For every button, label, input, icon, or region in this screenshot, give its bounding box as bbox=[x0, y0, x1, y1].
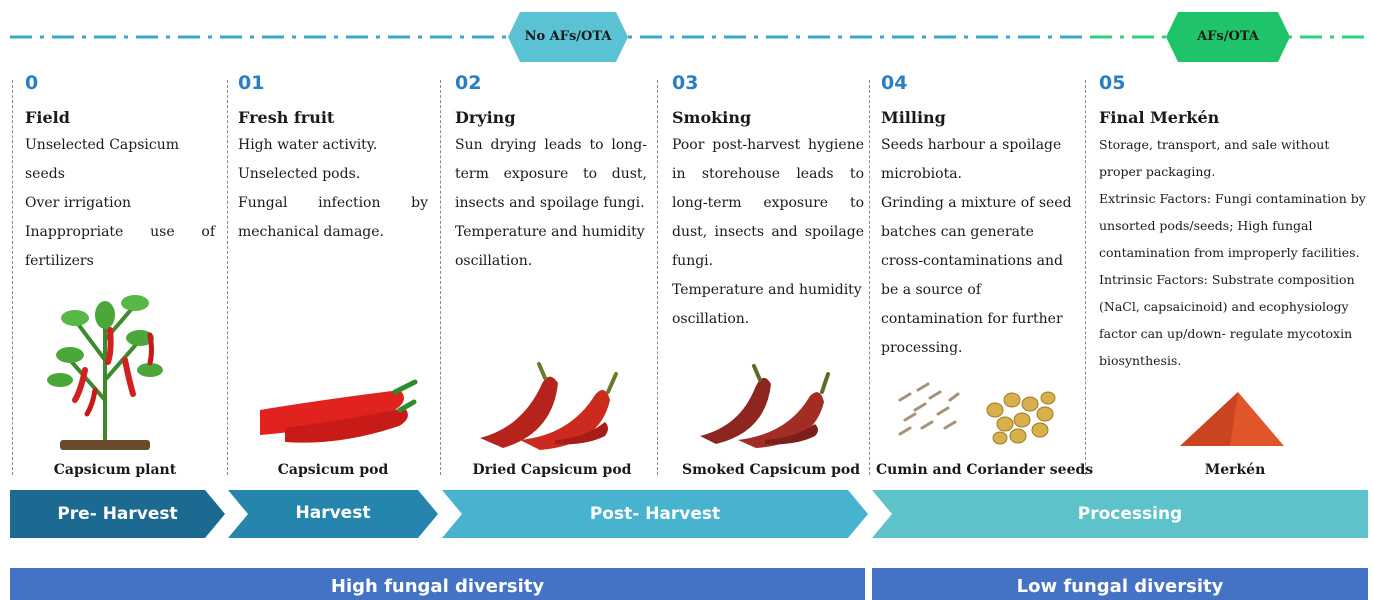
stage-line: Over irrigation bbox=[25, 189, 215, 218]
image-caption: Dried Capsicum pod bbox=[462, 462, 642, 478]
merken-powder-image bbox=[1180, 392, 1284, 446]
cumin-coriander-seeds-image bbox=[900, 384, 1055, 444]
stage-final-merken: 05 Final Merkén Storage, transport, and … bbox=[1099, 72, 1369, 374]
stage-smoking: 03 Smoking Poor post-harvest hygiene in … bbox=[672, 72, 864, 334]
stage-milling: 04 Milling Seeds harbour a spoilage micr… bbox=[881, 72, 1073, 363]
stage-line: Extrinsic Factors: Fungi contamination b… bbox=[1099, 185, 1369, 266]
phase-label-processing: Processing bbox=[892, 504, 1368, 524]
stage-number: 01 bbox=[238, 72, 428, 94]
stage-title: Field bbox=[25, 108, 215, 127]
image-caption: Merkén bbox=[1180, 462, 1290, 478]
stage-fresh-fruit: 01 Fresh fruit High water activity. Unse… bbox=[238, 72, 428, 247]
stage-description: Poor post-harvest hygiene in storehouse … bbox=[672, 131, 864, 334]
stage-line: Fungal infection by mechanical damage. bbox=[238, 189, 428, 247]
stage-line: Temperature and humidity oscillation. bbox=[455, 218, 647, 276]
stage-line: Storage, transport, and sale without pro… bbox=[1099, 131, 1369, 185]
image-caption: Cumin and Coriander seeds bbox=[876, 462, 1082, 478]
badge-afs: AFs/OTA bbox=[1166, 29, 1290, 44]
phase-label-harvest: Harvest bbox=[238, 503, 428, 523]
stage-description: Sun drying leads to long-term exposure t… bbox=[455, 131, 647, 276]
stage-number: 02 bbox=[455, 72, 647, 94]
capsicum-plant-image bbox=[47, 295, 163, 450]
stage-line: Intrinsic Factors: Substrate composition… bbox=[1099, 266, 1369, 374]
phase-label-pre-harvest: Pre- Harvest bbox=[10, 504, 225, 524]
stage-title: Drying bbox=[455, 108, 647, 127]
column-divider bbox=[12, 80, 13, 475]
fresh-capsicum-pods-image bbox=[260, 382, 415, 443]
stage-number: 05 bbox=[1099, 72, 1369, 94]
phase-label-post-harvest: Post- Harvest bbox=[455, 504, 855, 524]
stage-line: Temperature and humidity oscillation. bbox=[672, 276, 864, 334]
stage-title: Final Merkén bbox=[1099, 108, 1369, 127]
stage-line: Unselected pods. bbox=[238, 160, 428, 189]
stage-line: High water activity. bbox=[238, 131, 428, 160]
stage-title: Smoking bbox=[672, 108, 864, 127]
stage-number: 04 bbox=[881, 72, 1073, 94]
stage-field: 0 Field Unselected Capsicum seeds Over i… bbox=[25, 72, 215, 276]
stage-line: Sun drying leads to long-term exposure t… bbox=[455, 131, 647, 218]
stage-line: Seeds harbour a spoilage microbiota. bbox=[881, 131, 1073, 189]
image-caption: Capsicum pod bbox=[258, 462, 408, 478]
smoked-capsicum-pods-image bbox=[700, 366, 828, 448]
stage-description: Seeds harbour a spoilage microbiota. Gri… bbox=[881, 131, 1073, 363]
column-divider bbox=[440, 80, 441, 475]
column-divider bbox=[1085, 80, 1086, 475]
stage-line: Grinding a mixture of seed batches can g… bbox=[881, 189, 1073, 363]
diversity-label-high: High fungal diversity bbox=[10, 576, 865, 597]
stage-description: Unselected Capsicum seeds Over irrigatio… bbox=[25, 131, 215, 276]
image-caption: Capsicum plant bbox=[40, 462, 190, 478]
stage-title: Milling bbox=[881, 108, 1073, 127]
stage-line: Inappropriate use of fertilizers bbox=[25, 218, 215, 276]
stage-line: Poor post-harvest hygiene in storehouse … bbox=[672, 131, 864, 276]
image-caption: Smoked Capsicum pod bbox=[676, 462, 866, 478]
stage-title: Fresh fruit bbox=[238, 108, 428, 127]
column-divider bbox=[227, 80, 228, 475]
diversity-label-low: Low fungal diversity bbox=[872, 576, 1368, 597]
stage-number: 0 bbox=[25, 72, 215, 94]
stage-drying: 02 Drying Sun drying leads to long-term … bbox=[455, 72, 647, 276]
stage-line: Unselected Capsicum seeds bbox=[25, 131, 215, 189]
stage-number: 03 bbox=[672, 72, 864, 94]
stage-description: Storage, transport, and sale without pro… bbox=[1099, 131, 1369, 374]
column-divider bbox=[657, 80, 658, 475]
stage-description: High water activity. Unselected pods. Fu… bbox=[238, 131, 428, 247]
dried-capsicum-pods-image bbox=[480, 364, 616, 450]
column-divider bbox=[869, 80, 870, 475]
badge-no-afs: No AFs/OTA bbox=[508, 29, 628, 44]
